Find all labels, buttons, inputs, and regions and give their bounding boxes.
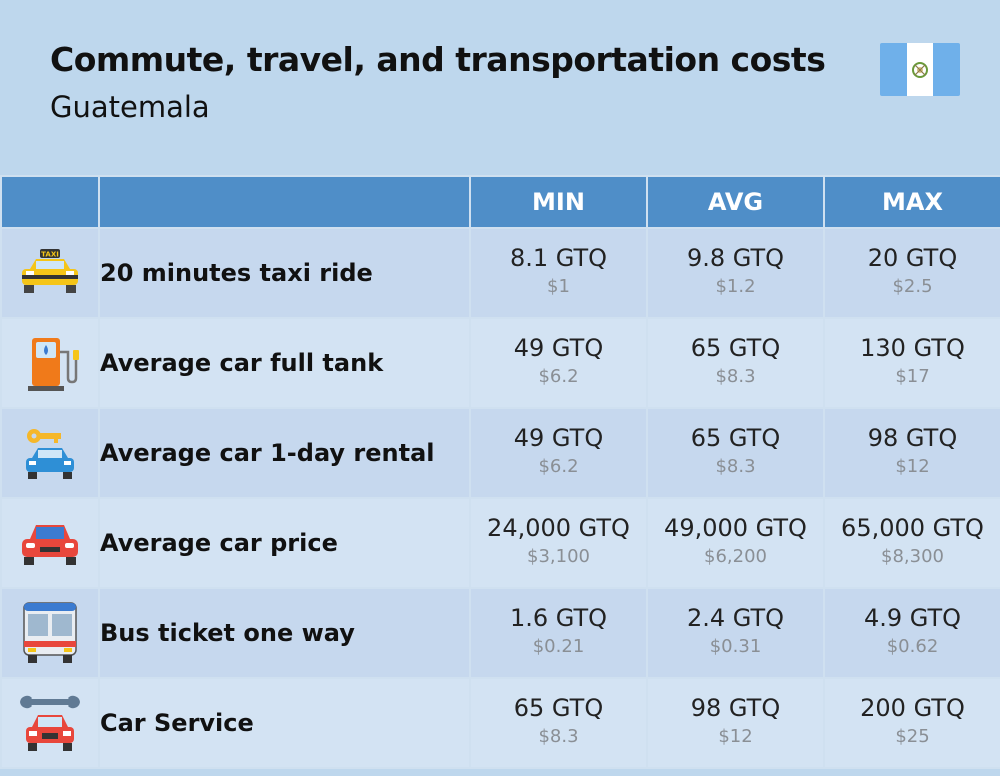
taxi-icon: TAXI	[22, 249, 78, 293]
usd-price: $0.21	[532, 636, 585, 657]
table-header-row: MIN AVG MAX	[0, 175, 1000, 229]
max-cell: 98 GTQ $12	[823, 407, 1000, 499]
car-icon	[22, 525, 78, 565]
row-label: Average car 1-day rental	[98, 407, 471, 499]
column-header-min: MIN	[469, 175, 648, 229]
usd-price: $1	[547, 276, 570, 297]
usd-price: $0.62	[886, 636, 939, 657]
table-row: Bus ticket one way 1.6 GTQ $0.21 2.4 GTQ…	[0, 587, 1000, 679]
max-cell: 130 GTQ $17	[823, 317, 1000, 409]
usd-price: $3,100	[527, 546, 590, 567]
max-cell: 20 GTQ $2.5	[823, 227, 1000, 319]
usd-price: $8.3	[715, 366, 756, 387]
local-price: 49 GTQ	[513, 334, 604, 362]
row-label: 20 minutes taxi ride	[98, 227, 471, 319]
local-price: 20 GTQ	[867, 244, 958, 272]
page-subtitle: Guatemala	[50, 90, 210, 124]
usd-price: $6.2	[538, 456, 579, 477]
avg-cell: 65 GTQ $8.3	[646, 317, 825, 409]
usd-price: $8.3	[538, 726, 579, 747]
guatemala-flag-icon	[880, 43, 960, 96]
min-cell: 65 GTQ $8.3	[469, 677, 648, 769]
table-row: Average car full tank 49 GTQ $6.2 65 GTQ…	[0, 317, 1000, 409]
page-title: Commute, travel, and transportation cost…	[50, 40, 826, 79]
local-price: 98 GTQ	[867, 424, 958, 452]
avg-cell: 49,000 GTQ $6,200	[646, 497, 825, 589]
usd-price: $25	[895, 726, 930, 747]
table-row: Average car price 24,000 GTQ $3,100 49,0…	[0, 497, 1000, 589]
usd-price: $6.2	[538, 366, 579, 387]
local-price: 1.6 GTQ	[509, 604, 608, 632]
fuel-pump-icon	[28, 338, 79, 391]
local-price: 2.4 GTQ	[686, 604, 785, 632]
local-price: 9.8 GTQ	[686, 244, 785, 272]
row-label: Average car price	[98, 497, 471, 589]
local-price: 130 GTQ	[860, 334, 965, 362]
usd-price: $12	[895, 456, 930, 477]
row-label: Bus ticket one way	[98, 587, 471, 679]
bus-icon	[23, 602, 77, 663]
max-cell: 4.9 GTQ $0.62	[823, 587, 1000, 679]
local-price: 24,000 GTQ	[487, 514, 630, 542]
car-rental-icon	[26, 429, 74, 479]
usd-price: $12	[718, 726, 753, 747]
usd-price: $6,200	[704, 546, 767, 567]
avg-cell: 2.4 GTQ $0.31	[646, 587, 825, 679]
page-header: Commute, travel, and transportation cost…	[0, 0, 1000, 175]
usd-price: $1.2	[715, 276, 756, 297]
column-header-label	[98, 175, 471, 229]
cost-table: MIN AVG MAX TAXI 20	[0, 175, 1000, 769]
svg-text:TAXI: TAXI	[41, 251, 59, 259]
column-header-max: MAX	[823, 175, 1000, 229]
usd-price: $8.3	[715, 456, 756, 477]
local-price: 98 GTQ	[690, 694, 781, 722]
row-label: Average car full tank	[98, 317, 471, 409]
usd-price: $0.31	[709, 636, 762, 657]
avg-cell: 9.8 GTQ $1.2	[646, 227, 825, 319]
min-cell: 49 GTQ $6.2	[469, 407, 648, 499]
table-row: Average car 1-day rental 49 GTQ $6.2 65 …	[0, 407, 1000, 499]
local-price: 49,000 GTQ	[664, 514, 807, 542]
local-price: 200 GTQ	[860, 694, 965, 722]
min-cell: 24,000 GTQ $3,100	[469, 497, 648, 589]
local-price: 65,000 GTQ	[841, 514, 984, 542]
table-row: TAXI 20 minutes taxi ride 8.1 GTQ $1 9.8…	[0, 227, 1000, 319]
avg-cell: 65 GTQ $8.3	[646, 407, 825, 499]
usd-price: $8,300	[881, 546, 944, 567]
max-cell: 65,000 GTQ $8,300	[823, 497, 1000, 589]
usd-price: $2.5	[892, 276, 933, 297]
min-cell: 1.6 GTQ $0.21	[469, 587, 648, 679]
local-price: 8.1 GTQ	[509, 244, 608, 272]
local-price: 4.9 GTQ	[863, 604, 962, 632]
row-label: Car Service	[98, 677, 471, 769]
usd-price: $17	[895, 366, 930, 387]
local-price: 65 GTQ	[513, 694, 604, 722]
min-cell: 49 GTQ $6.2	[469, 317, 648, 409]
column-header-avg: AVG	[646, 175, 825, 229]
local-price: 65 GTQ	[690, 424, 781, 452]
table-row: Car Service 65 GTQ $8.3 98 GTQ $12 200 G…	[0, 677, 1000, 769]
local-price: 65 GTQ	[690, 334, 781, 362]
avg-cell: 98 GTQ $12	[646, 677, 825, 769]
max-cell: 200 GTQ $25	[823, 677, 1000, 769]
column-header-icon	[0, 175, 100, 229]
local-price: 49 GTQ	[513, 424, 604, 452]
min-cell: 8.1 GTQ $1	[469, 227, 648, 319]
coat-of-arms-icon	[912, 61, 928, 78]
car-service-icon	[20, 695, 80, 751]
